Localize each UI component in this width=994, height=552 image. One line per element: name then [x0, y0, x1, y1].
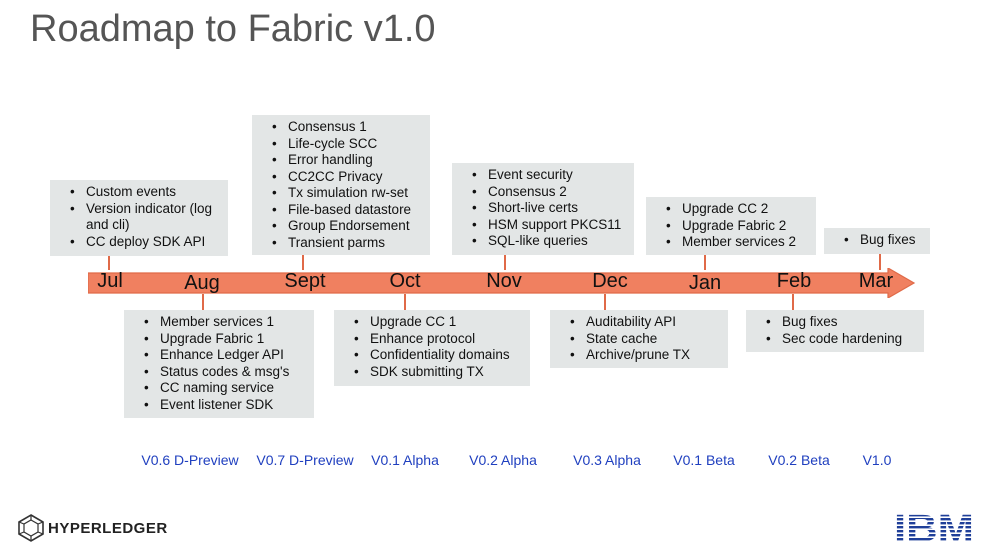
version-label: V0.1 Alpha	[371, 452, 439, 468]
list-item: Life-cycle SCC	[272, 136, 422, 153]
list-item: Confidentiality domains	[354, 347, 522, 364]
version-label: V0.3 Alpha	[573, 452, 641, 468]
list-item: Version indicator (log and cli)	[70, 201, 220, 234]
list-item: Enhance Ledger API	[144, 347, 306, 364]
list-item: CC deploy SDK API	[70, 234, 220, 251]
month-aug: Aug	[184, 272, 220, 294]
timeline-arrow	[88, 268, 916, 298]
list-item: Short-live certs	[472, 200, 626, 217]
list-item: Tx simulation rw-set	[272, 185, 422, 202]
oct-box: Upgrade CC 1 Enhance protocol Confidenti…	[334, 310, 530, 386]
list-item: Member services 1	[144, 314, 306, 331]
list-item: Auditability API	[570, 314, 720, 331]
aug-connector	[202, 294, 204, 310]
list-item: CC2CC Privacy	[272, 169, 422, 186]
month-feb: Feb	[776, 270, 812, 292]
jan-box: Upgrade CC 2 Upgrade Fabric 2 Member ser…	[646, 197, 816, 255]
dec-box: Auditability API State cache Archive/pru…	[550, 310, 728, 368]
mar-box: Bug fixes	[824, 228, 930, 254]
list-item: Archive/prune TX	[570, 347, 720, 364]
list-item: Bug fixes	[766, 314, 916, 331]
list-item: Error handling	[272, 152, 422, 169]
svg-text:IBM: IBM	[894, 510, 974, 544]
list-item: Transient parms	[272, 235, 422, 252]
hyperledger-logo: HYPERLEDGER	[18, 514, 168, 542]
version-label: V0.2 Beta	[768, 452, 830, 468]
list-item: Sec code hardening	[766, 331, 916, 348]
version-label: V0.2 Alpha	[469, 452, 537, 468]
list-item: Member services 2	[666, 234, 808, 251]
mar-connector	[879, 254, 881, 270]
hyperledger-wordmark: HYPERLEDGER	[48, 519, 168, 537]
page-title: Roadmap to Fabric v1.0	[30, 8, 436, 50]
list-item: Consensus 2	[472, 184, 626, 201]
month-jan: Jan	[688, 272, 722, 294]
feb-box: Bug fixes Sec code hardening	[746, 310, 924, 352]
month-mar: Mar	[858, 270, 894, 292]
version-label: V0.7 D-Preview	[256, 452, 354, 468]
month-dec: Dec	[592, 270, 628, 292]
list-item: Bug fixes	[844, 232, 922, 249]
version-label: V0.6 D-Preview	[141, 452, 239, 468]
month-jul: Jul	[97, 270, 123, 292]
nov-connector	[504, 255, 506, 270]
ibm-logo: IBM	[894, 510, 974, 544]
sept-box: Consensus 1 Life-cycle SCC Error handlin…	[252, 115, 430, 255]
list-item: CC naming service	[144, 380, 306, 397]
list-item: State cache	[570, 331, 720, 348]
dec-connector	[604, 294, 606, 310]
oct-connector	[404, 294, 406, 310]
list-item: Enhance protocol	[354, 331, 522, 348]
month-sept: Sept	[284, 270, 326, 292]
list-item: Upgrade CC 2	[666, 201, 808, 218]
month-oct: Oct	[389, 270, 421, 292]
version-label: V1.0	[862, 452, 892, 468]
list-item: Event listener SDK	[144, 397, 306, 414]
list-item: Group Endorsement	[272, 218, 422, 235]
list-item: Upgrade CC 1	[354, 314, 522, 331]
version-label: V0.1 Beta	[673, 452, 735, 468]
jul-connector	[108, 256, 110, 270]
jul-box: Custom events Version indicator (log and…	[50, 180, 228, 256]
aug-box: Member services 1 Upgrade Fabric 1 Enhan…	[124, 310, 314, 418]
list-item: File-based datastore	[272, 202, 422, 219]
sept-connector	[302, 255, 304, 270]
jan-connector	[704, 255, 706, 270]
month-nov: Nov	[486, 270, 522, 292]
list-item: Consensus 1	[272, 119, 422, 136]
list-item: Event security	[472, 167, 626, 184]
feb-connector	[792, 294, 794, 310]
list-item: SQL-like queries	[472, 233, 626, 250]
list-item: HSM support PKCS11	[472, 217, 626, 234]
list-item: SDK submitting TX	[354, 364, 522, 381]
list-item: Status codes & msg's	[144, 364, 306, 381]
list-item: Upgrade Fabric 2	[666, 218, 808, 235]
list-item: Upgrade Fabric 1	[144, 331, 306, 348]
nov-box: Event security Consensus 2 Short-live ce…	[452, 163, 634, 255]
hyperledger-icon	[18, 514, 44, 542]
list-item: Custom events	[70, 184, 220, 201]
